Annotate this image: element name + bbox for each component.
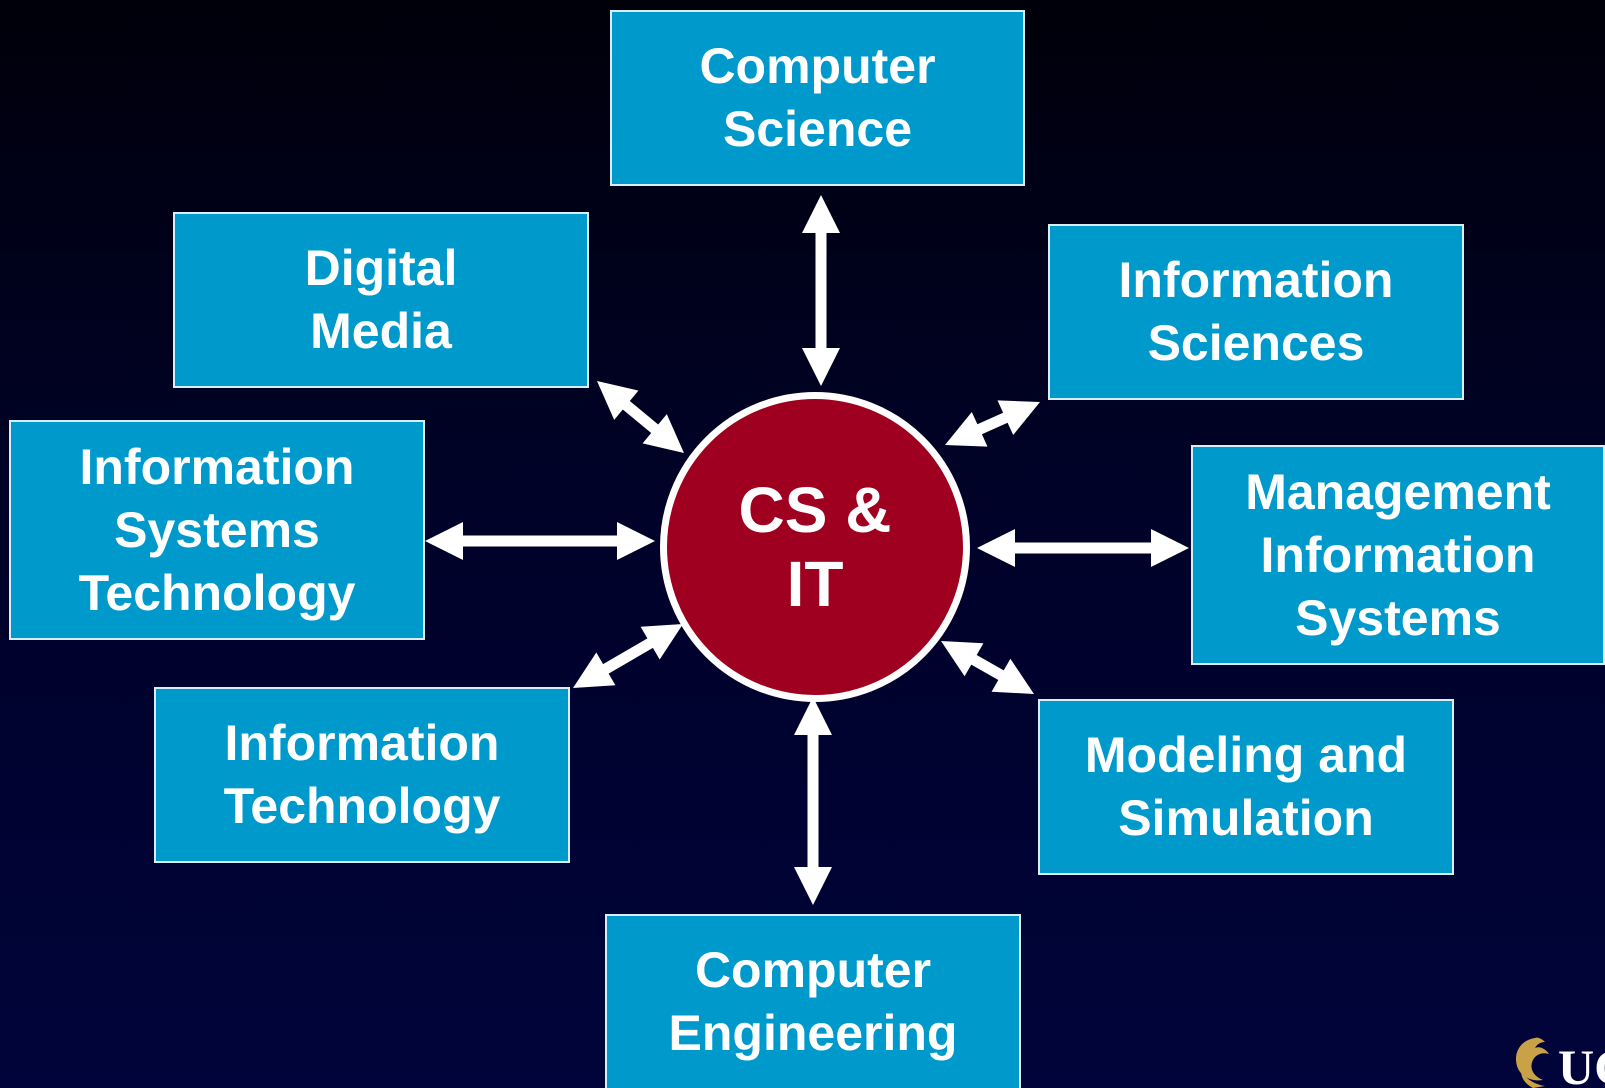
node-line: Information — [79, 438, 355, 495]
node-line: Sciences — [1147, 315, 1365, 371]
node-line: Media — [310, 303, 452, 359]
node-line: Technology — [78, 564, 356, 621]
arrow-information-sciences — [945, 400, 1040, 447]
node-line: Simulation — [1118, 790, 1374, 846]
arrow-computer-science — [802, 195, 840, 386]
node-line: Digital — [304, 240, 458, 296]
node-line: Information — [224, 715, 500, 771]
arrow-information-technology — [573, 624, 683, 688]
pegasus-icon — [1515, 1037, 1549, 1088]
university-logo: UC — [1503, 1030, 1605, 1088]
arrow-digital-media — [597, 381, 684, 453]
node-line: Systems — [114, 501, 320, 558]
arrow-computer-engineering — [794, 697, 832, 905]
arrow-modeling-and-simulation — [941, 641, 1034, 694]
node-line: Modeling and — [1084, 727, 1408, 783]
node-line: Systems — [1295, 589, 1501, 646]
node-line: Science — [722, 101, 912, 157]
node-line: Engineering — [668, 1005, 958, 1061]
center-hub: CS & IT — [660, 392, 970, 702]
hub-line-1: CS & — [738, 474, 892, 546]
node-line: Technology — [223, 778, 501, 834]
hub-line-2: IT — [786, 548, 844, 620]
arrow-management-information-systems — [977, 529, 1189, 567]
node-line: Computer — [699, 38, 936, 94]
node-line: Information — [1260, 526, 1536, 583]
node-line: Computer — [694, 942, 932, 998]
logo-text: UC — [1558, 1039, 1605, 1088]
arrow-information-systems-technology — [425, 522, 655, 560]
node-line: Management — [1245, 463, 1551, 520]
node-line: Information — [1118, 252, 1394, 308]
